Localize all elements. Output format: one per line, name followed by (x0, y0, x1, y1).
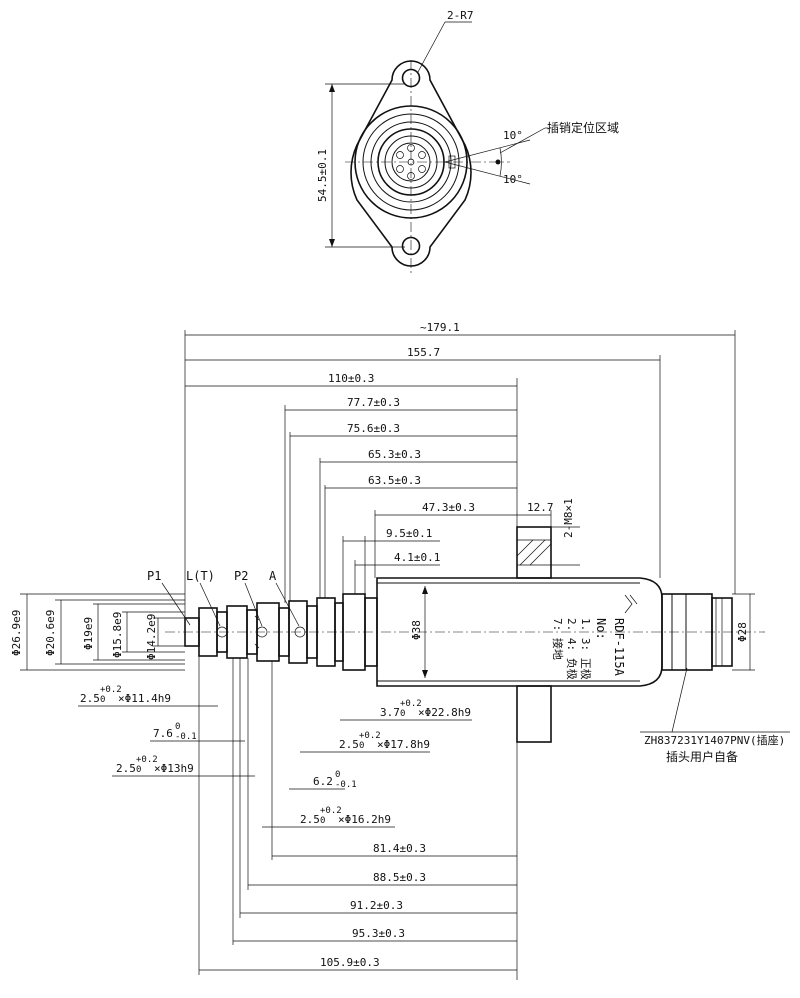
svg-text:2.5: 2.5 (116, 762, 136, 775)
no-label: No: (594, 618, 608, 640)
radius-label: 2-R7 (447, 9, 474, 22)
top-dimensions: ~179.1 155.7 110±0.3 77.7±0.3 75.6±0.3 6… (184, 321, 736, 618)
svg-text:63.5±0.3: 63.5±0.3 (368, 474, 421, 487)
main-view: RDF-115A No: 1. 3: 正极 2. 4: 负极 7: 接地 Φ38… (10, 321, 790, 980)
svg-text:77.7±0.3: 77.7±0.3 (347, 396, 400, 409)
svg-text:0: 0 (400, 709, 405, 719)
flange-outline (350, 60, 472, 267)
svg-text:×Φ11.4h9: ×Φ11.4h9 (118, 692, 171, 705)
svg-text:47.3±0.3: 47.3±0.3 (422, 501, 475, 514)
angle-lower: 10° (503, 173, 523, 186)
connector-dia: Φ28 (736, 622, 749, 642)
svg-text:Φ26.9e9: Φ26.9e9 (10, 610, 23, 656)
svg-text:0: 0 (320, 816, 325, 826)
body-dia: Φ38 (410, 620, 423, 640)
svg-text:-0.1: -0.1 (175, 732, 197, 742)
svg-text:91.2±0.3: 91.2±0.3 (350, 899, 403, 912)
svg-text:88.5±0.3: 88.5±0.3 (373, 871, 426, 884)
connector-part: ZH837231Y1407PNV(插座) (644, 733, 785, 747)
svg-text:7.6: 7.6 (153, 727, 173, 740)
svg-text:+0.2: +0.2 (320, 806, 342, 816)
svg-text:0: 0 (175, 722, 180, 732)
svg-text:155.7: 155.7 (407, 346, 440, 359)
svg-text:105.9±0.3: 105.9±0.3 (320, 956, 380, 969)
svg-text:+0.2: +0.2 (100, 685, 122, 695)
svg-text:4.1±0.1: 4.1±0.1 (394, 551, 440, 564)
svg-text:81.4±0.3: 81.4±0.3 (373, 842, 426, 855)
top-view: 10° 10° 插销定位区域 2-R7 54.5±0.1 (316, 9, 619, 275)
svg-text:75.6±0.3: 75.6±0.3 (347, 422, 400, 435)
flange-block (516, 526, 552, 579)
svg-text:0: 0 (335, 770, 340, 780)
svg-text:0: 0 (100, 695, 105, 705)
svg-text:2.5: 2.5 (300, 813, 320, 826)
model-label: RDF-115A (612, 618, 626, 677)
plug-note: 插头用户自备 (666, 749, 738, 764)
angle-upper: 10° (503, 129, 523, 142)
svg-text:6.2: 6.2 (313, 775, 333, 788)
svg-text:2.5: 2.5 (80, 692, 100, 705)
svg-text:9.5±0.1: 9.5±0.1 (386, 527, 432, 540)
thread-label: 2-M8×1 (562, 498, 575, 538)
pin-region-label: 插销定位区域 (547, 120, 619, 135)
svg-text:95.3±0.3: 95.3±0.3 (352, 927, 405, 940)
svg-text:×Φ16.2h9: ×Φ16.2h9 (338, 813, 391, 826)
svg-text:×Φ13h9: ×Φ13h9 (154, 762, 194, 775)
pin-note-2: 2. 4: 负极 (565, 618, 579, 680)
svg-text:~179.1: ~179.1 (420, 321, 460, 334)
height-dim: 54.5±0.1 (316, 149, 329, 202)
svg-text:0: 0 (136, 765, 141, 775)
svg-text:Φ19e9: Φ19e9 (82, 617, 95, 650)
pin-note-1: 1. 3: 正极 (579, 618, 593, 680)
svg-text:12.7: 12.7 (527, 501, 554, 514)
svg-text:×Φ22.8h9: ×Φ22.8h9 (418, 706, 471, 719)
pin-note-3: 7: 接地 (551, 618, 564, 660)
port-lt: L(T) (186, 569, 215, 583)
svg-text:2.5: 2.5 (339, 738, 359, 751)
svg-text:Φ14.2e9: Φ14.2e9 (145, 614, 158, 660)
svg-text:Φ15.8e9: Φ15.8e9 (111, 612, 124, 658)
svg-text:×Φ17.8h9: ×Φ17.8h9 (377, 738, 430, 751)
port-p1: P1 (147, 569, 161, 583)
svg-text:3.7: 3.7 (380, 706, 400, 719)
svg-text:65.3±0.3: 65.3±0.3 (368, 448, 421, 461)
svg-text:+0.2: +0.2 (136, 755, 158, 765)
svg-text:+0.2: +0.2 (359, 731, 381, 741)
groove-callouts: 2.5 +0.2 0 ×Φ11.4h9 7.6 0 -0.1 2.5 +0.2 … (78, 685, 472, 828)
bottom-dimensions: 81.4±0.3 88.5±0.3 91.2±0.3 95.3±0.3 105.… (198, 656, 518, 980)
svg-text:Φ20.6e9: Φ20.6e9 (44, 610, 57, 656)
port-p2: P2 (234, 569, 248, 583)
left-diameters: Φ26.9e9 Φ20.6e9 Φ19e9 Φ15.8e9 Φ14.2e9 (10, 593, 185, 671)
svg-text:+0.2: +0.2 (400, 699, 422, 709)
svg-text:-0.1: -0.1 (335, 780, 357, 790)
port-a: A (269, 569, 277, 583)
svg-text:110±0.3: 110±0.3 (328, 372, 374, 385)
svg-text:0: 0 (359, 741, 364, 751)
